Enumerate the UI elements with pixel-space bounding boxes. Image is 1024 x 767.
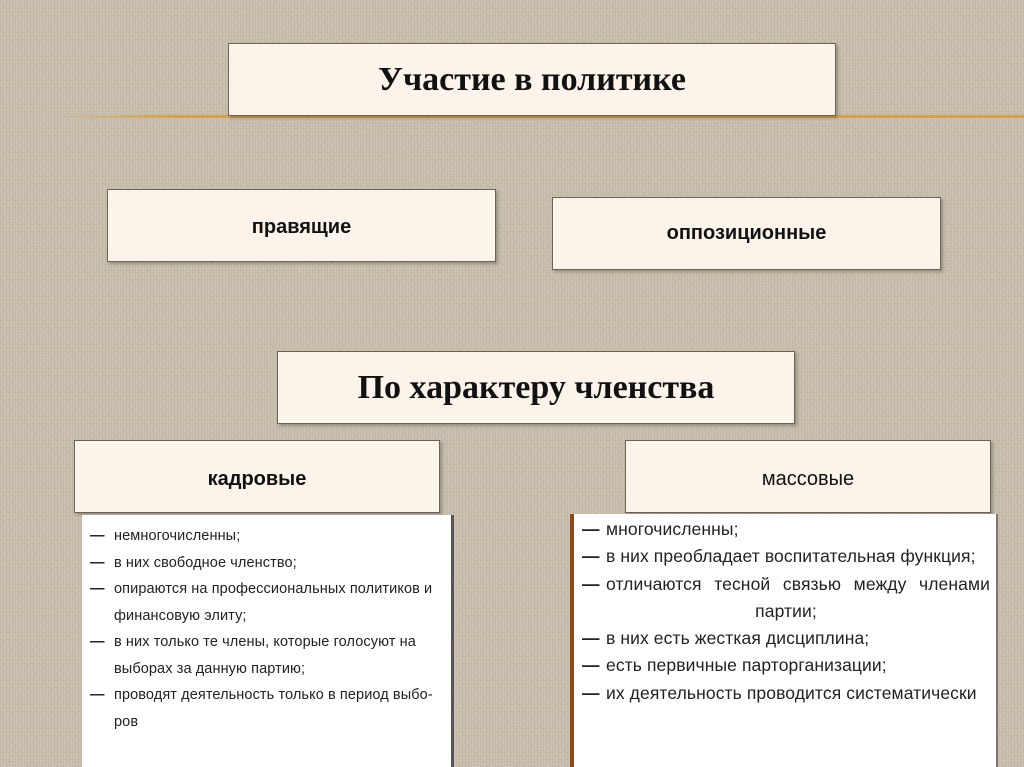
list-item-continuation: финансовую элиту; xyxy=(114,607,247,624)
cadre-features-list: —немногочисленны; —в них свободное членс… xyxy=(90,523,441,735)
list-item: —в них есть жесткая дисциплина; xyxy=(582,625,990,652)
dash-bullet: — xyxy=(582,519,600,539)
mass-features-list: —многочисленны; —в них преобладает воспи… xyxy=(582,516,990,707)
dash-bullet: — xyxy=(582,546,600,567)
dash-bullet: — xyxy=(90,581,105,597)
ruling-label: правящие xyxy=(251,216,352,238)
opposition-box: оппозиционные xyxy=(552,197,941,270)
list-item-continuation: ров xyxy=(114,713,139,730)
list-item: —проводят деятельность только в период в… xyxy=(90,682,441,709)
membership-title: По характеру членства xyxy=(357,368,715,406)
dash-bullet: — xyxy=(582,655,600,676)
page-title: Участие в политике xyxy=(378,60,686,98)
dash-bullet: — xyxy=(90,687,105,703)
dash-bullet: — xyxy=(90,554,105,571)
cadre-features-panel: —немногочисленны; —в них свободное членс… xyxy=(82,515,454,767)
title-box: Участие в политике xyxy=(228,43,836,116)
dash-bullet: — xyxy=(582,682,600,703)
list-item: —в них преобладает воспитательная функци… xyxy=(582,543,990,570)
dash-bullet: — xyxy=(582,628,600,649)
list-item: —в них только те члены, которые голосуют… xyxy=(90,629,441,656)
list-item: —их деятельность проводится систематичес… xyxy=(582,680,990,707)
opposition-label: оппозиционные xyxy=(666,222,827,244)
ruling-box: правящие xyxy=(107,189,496,262)
cadre-box: кадровые xyxy=(74,440,440,513)
list-item-continuation: партии; xyxy=(755,600,817,621)
mass-features-panel: —многочисленны; —в них преобладает воспи… xyxy=(570,514,998,767)
accent-line xyxy=(60,115,1024,118)
dash-bullet: — xyxy=(90,634,105,650)
dash-bullet: — xyxy=(90,528,105,544)
list-item-continuation: выборах за данную партию; xyxy=(114,660,306,677)
list-item: —немногочисленны; xyxy=(90,523,441,550)
dash-bullet: — xyxy=(582,573,600,594)
list-item: —есть первичные парторганизации; xyxy=(582,652,990,679)
list-item: —многочисленны; xyxy=(582,516,990,543)
mass-box: массовые xyxy=(625,440,991,513)
mass-label: массовые xyxy=(761,468,855,490)
list-item: —в них свободное членство; xyxy=(90,550,441,577)
cadre-label: кадровые xyxy=(207,468,307,490)
membership-title-box: По характеру членства xyxy=(277,351,795,424)
list-item: —отличаются тесной связью между членами xyxy=(582,571,990,598)
list-item: —опираются на профессиональных политиков… xyxy=(90,576,441,603)
